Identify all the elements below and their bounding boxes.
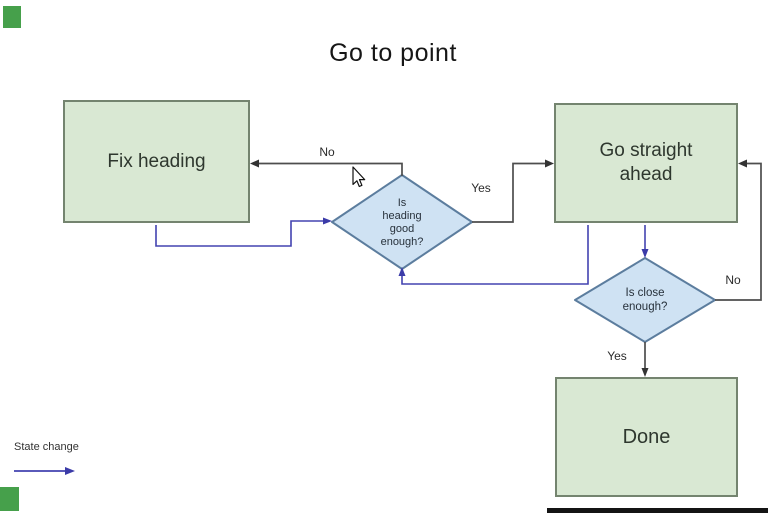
legend-label: State change: [14, 441, 79, 453]
node-done: Done: [555, 377, 738, 497]
edge-heading-no: [250, 159, 403, 176]
mouse-cursor-icon: [352, 166, 366, 188]
edge-straight-to-close-check: [641, 225, 649, 258]
arrowhead-into-fix-heading: [250, 159, 259, 168]
edge-close-no: [715, 159, 762, 301]
legend-arrowhead: [65, 467, 75, 475]
node-go-straight-label-line2: ahead: [619, 164, 673, 185]
corner-artifact-top-left: [3, 6, 21, 28]
close-check-line2: enough?: [622, 301, 668, 313]
corner-artifact-bottom-left: [0, 487, 19, 511]
heading-check-line3: good: [389, 223, 415, 235]
heading-check-line2: heading: [382, 210, 422, 222]
edge-fix-to-heading-check: [155, 217, 332, 247]
diamond-close-check-label: Is close enough?: [585, 276, 705, 324]
edge-close-yes: [641, 342, 649, 377]
heading-check-line4: enough?: [380, 236, 424, 248]
arrowhead-into-heading-check-left: [323, 217, 332, 225]
legend-state-change-arrow: [14, 467, 75, 475]
node-go-straight-label-line1: Go straight: [599, 140, 693, 161]
arrowhead-into-close-check-top: [641, 249, 649, 258]
node-go-straight-ahead: Go straight ahead: [554, 103, 738, 223]
edge-label-heading-yes: Yes: [471, 181, 491, 195]
edge-label-close-no: No: [725, 273, 741, 287]
page-title: Go to point: [329, 39, 457, 67]
arrowhead-into-heading-check-bottom: [398, 267, 406, 276]
edge-heading-yes: [472, 159, 554, 223]
arrowhead-into-done: [641, 368, 649, 377]
arrowhead-into-go-straight-right: [738, 159, 747, 168]
node-fix-heading-label: Fix heading: [107, 150, 206, 172]
heading-check-line1: Is: [397, 197, 407, 209]
diamond-heading-check-label: Is heading good enough?: [342, 186, 462, 260]
edge-label-close-yes: Yes: [607, 349, 627, 363]
close-check-line1: Is close: [625, 287, 665, 299]
node-fix-heading: Fix heading: [63, 100, 250, 223]
arrowhead-into-go-straight-left: [545, 159, 554, 168]
edge-straight-to-heading-check: [398, 225, 589, 285]
bottom-bar-artifact: [547, 508, 768, 513]
edge-label-heading-no: No: [319, 145, 335, 159]
node-done-label: Done: [622, 426, 671, 448]
